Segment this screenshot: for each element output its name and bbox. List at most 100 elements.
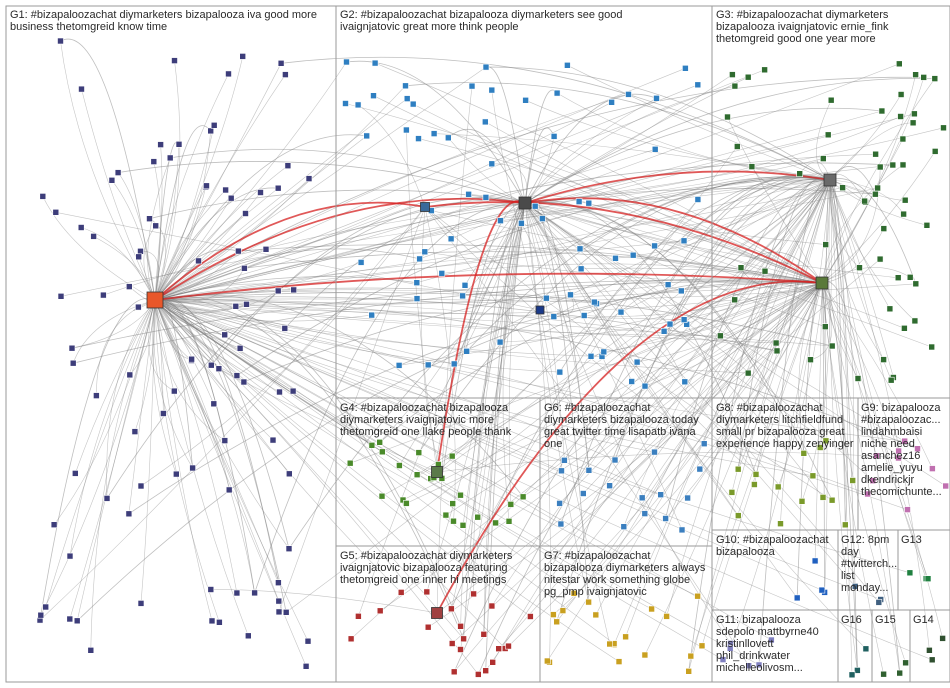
edge bbox=[153, 299, 193, 469]
graph-node bbox=[606, 482, 613, 490]
edge bbox=[466, 202, 526, 352]
graph-node bbox=[497, 217, 504, 224]
graph-node bbox=[942, 482, 950, 490]
edge bbox=[524, 202, 899, 278]
graph-node bbox=[57, 37, 64, 45]
graph-node bbox=[920, 74, 928, 81]
graph-node bbox=[906, 569, 914, 577]
edge bbox=[687, 179, 831, 499]
edge bbox=[39, 298, 156, 621]
graph-node bbox=[849, 477, 857, 484]
graph-node bbox=[157, 141, 164, 148]
graph-node bbox=[342, 100, 349, 107]
graph-node bbox=[539, 215, 546, 222]
hub-node bbox=[815, 276, 829, 290]
graph-node bbox=[488, 160, 496, 168]
graph-node bbox=[839, 184, 846, 191]
graph-node bbox=[926, 646, 933, 654]
edge bbox=[491, 179, 831, 607]
edge bbox=[453, 202, 526, 365]
edge bbox=[485, 202, 526, 671]
graph-node bbox=[232, 302, 240, 310]
edge bbox=[154, 162, 893, 301]
graph-node bbox=[678, 526, 686, 534]
hub-node bbox=[420, 202, 430, 212]
graph-node bbox=[899, 135, 907, 143]
edge bbox=[829, 179, 877, 456]
graph-node bbox=[728, 489, 736, 496]
graph-node bbox=[734, 512, 742, 519]
graph-node bbox=[160, 410, 167, 417]
graph-node bbox=[617, 308, 625, 316]
edge bbox=[524, 202, 826, 327]
edge bbox=[154, 299, 868, 495]
edge bbox=[154, 299, 575, 594]
edge bbox=[462, 202, 526, 526]
graph-node bbox=[368, 311, 376, 319]
edge bbox=[829, 178, 917, 284]
edge bbox=[210, 589, 438, 614]
edge bbox=[154, 299, 220, 623]
graph-node bbox=[543, 294, 550, 302]
hub-node bbox=[431, 466, 443, 478]
edge bbox=[154, 134, 367, 301]
graph-node bbox=[216, 618, 223, 626]
graph-node bbox=[302, 662, 310, 670]
edge bbox=[154, 60, 181, 301]
graph-node bbox=[897, 113, 904, 120]
graph-node bbox=[761, 66, 768, 74]
edge bbox=[450, 202, 526, 240]
graph-node bbox=[208, 617, 216, 625]
edge bbox=[491, 90, 541, 311]
edge bbox=[590, 282, 823, 357]
edge bbox=[154, 299, 562, 525]
edge bbox=[154, 299, 192, 360]
graph-node bbox=[474, 513, 482, 521]
edge bbox=[154, 125, 215, 301]
edge bbox=[154, 299, 279, 583]
graph-node bbox=[561, 456, 568, 464]
edge bbox=[148, 299, 175, 392]
graph-node bbox=[612, 255, 619, 262]
edge bbox=[154, 298, 464, 639]
graph-node bbox=[819, 155, 827, 162]
graph-node bbox=[939, 635, 946, 642]
graph-node bbox=[622, 633, 629, 641]
graph-node bbox=[243, 300, 250, 308]
graph-node bbox=[126, 371, 134, 379]
graph-node bbox=[748, 163, 756, 170]
graph-node bbox=[901, 324, 908, 332]
edge bbox=[154, 284, 669, 306]
edge bbox=[154, 198, 232, 301]
graph-node bbox=[912, 71, 919, 78]
edge bbox=[498, 179, 831, 649]
graph-node bbox=[897, 91, 905, 98]
graph-node bbox=[576, 245, 584, 253]
graph-node bbox=[241, 264, 248, 272]
graph-node bbox=[880, 225, 888, 232]
graph-node bbox=[457, 646, 464, 653]
graph-node bbox=[737, 264, 745, 272]
graph-node bbox=[245, 632, 252, 640]
edge bbox=[75, 299, 156, 474]
graph-node bbox=[876, 255, 884, 263]
graph-node bbox=[641, 651, 649, 659]
edge bbox=[154, 68, 686, 301]
edge bbox=[288, 176, 831, 549]
edge bbox=[154, 299, 280, 393]
graph-node bbox=[50, 521, 58, 529]
graph-node bbox=[828, 496, 836, 504]
graph-node bbox=[195, 257, 202, 265]
graph-node bbox=[684, 494, 691, 502]
edge bbox=[154, 144, 163, 301]
graph-node bbox=[251, 589, 258, 597]
graph-node bbox=[290, 286, 298, 294]
edge bbox=[154, 248, 420, 301]
graph-node bbox=[460, 635, 467, 643]
graph-node bbox=[880, 356, 887, 363]
graph-node bbox=[731, 82, 739, 90]
edge bbox=[154, 299, 309, 642]
graph-node bbox=[396, 462, 403, 469]
graph-node bbox=[899, 161, 907, 169]
edge bbox=[154, 299, 652, 610]
